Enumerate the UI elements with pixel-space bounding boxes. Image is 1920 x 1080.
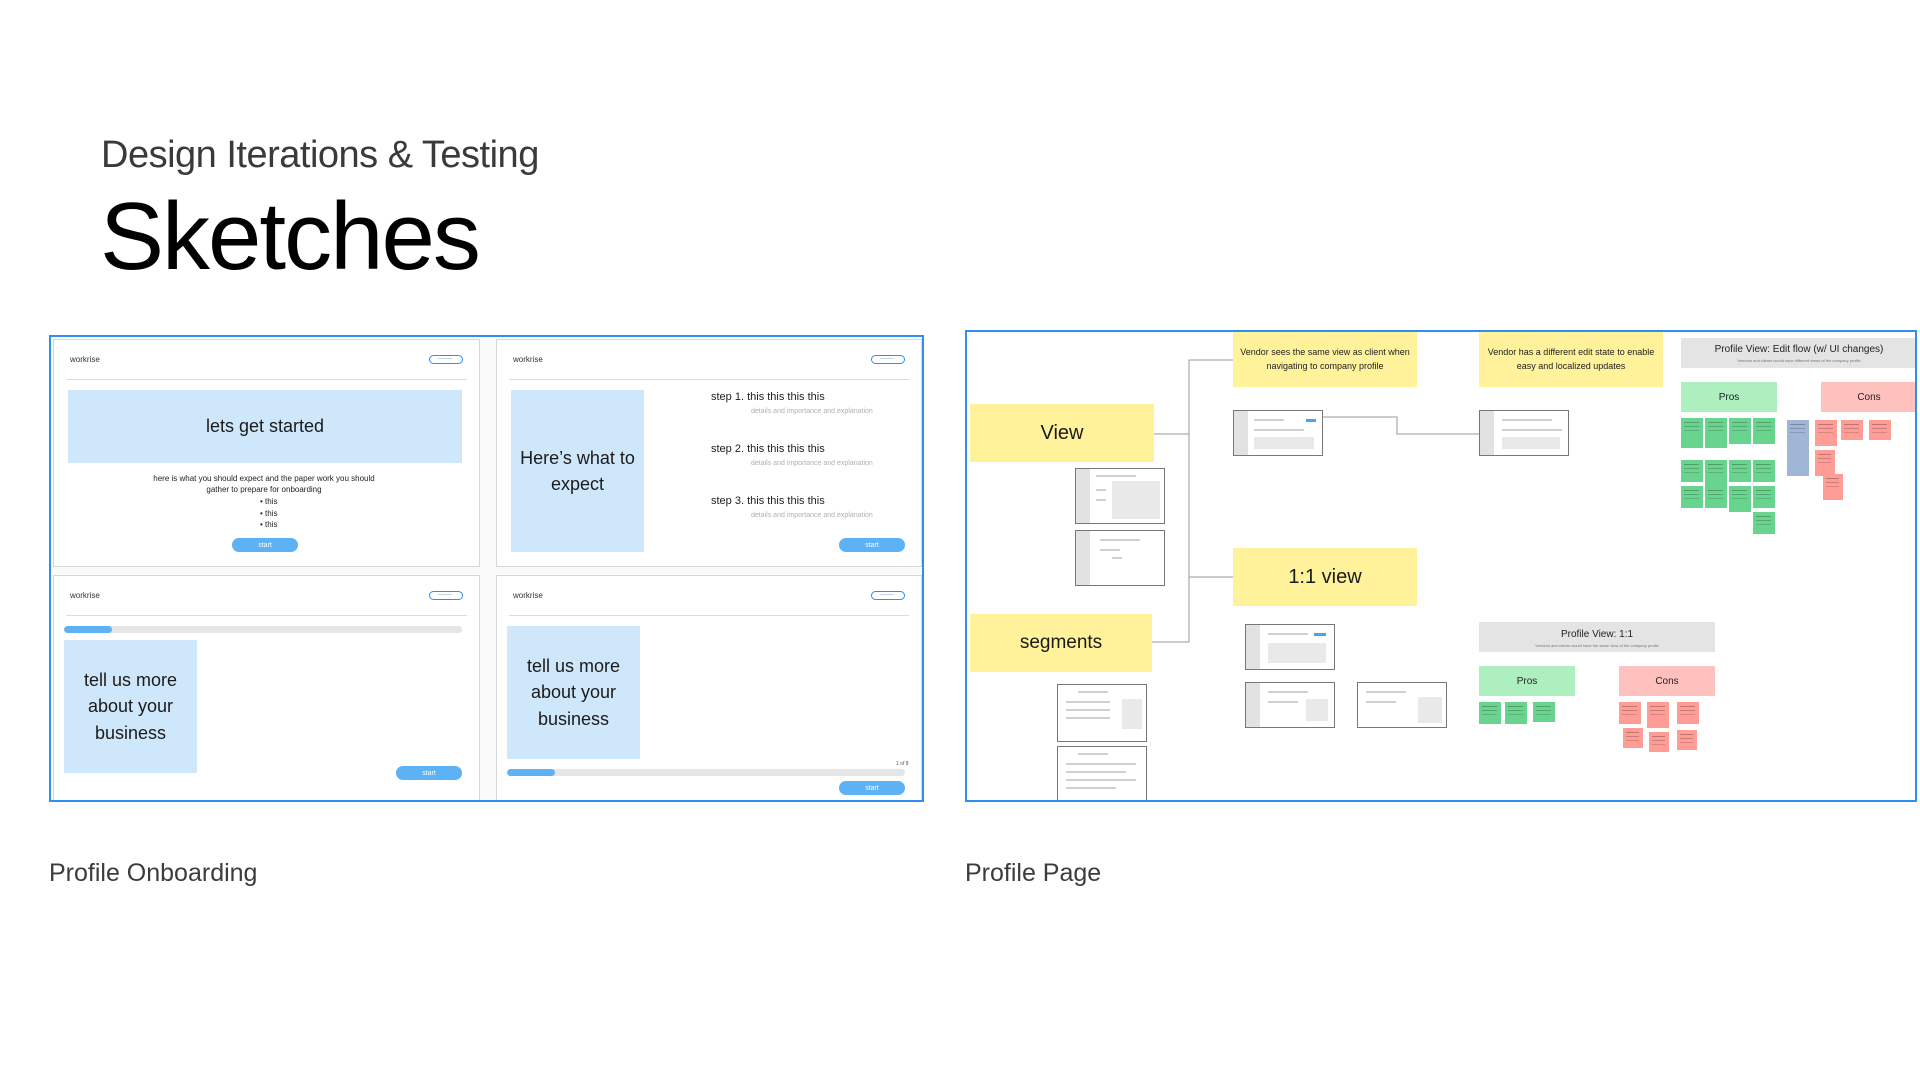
step-detail: details and importance and explanation — [751, 512, 873, 519]
onboarding-sketch-frame: workrise lets get started here is what y… — [49, 335, 924, 802]
edit-flow-pros-tag: Pros — [1681, 382, 1777, 412]
start-button[interactable]: start — [396, 766, 462, 780]
divider — [509, 379, 909, 380]
onboarding-card-expect: workrise Here’s what to expect step 1. t… — [496, 339, 922, 567]
wireframe-thumbnail — [1057, 746, 1147, 800]
onboarding-card-business-b: workrise tell us more about your busines… — [496, 575, 922, 800]
hero-banner: tell us more about your business — [64, 640, 197, 773]
progress-fill — [64, 626, 112, 633]
step-label: step 3. this this this this — [711, 495, 825, 507]
one-to-one-pros-tag: Pros — [1479, 666, 1575, 696]
bullet-list: • this • this • this — [260, 496, 277, 531]
brand-label: workrise — [513, 355, 543, 364]
divider — [66, 379, 467, 380]
step-detail: details and importance and explanation — [751, 460, 873, 467]
edit-flow-title: Profile View: Edit flow (w/ UI changes) — [1714, 344, 1884, 355]
brand-label: workrise — [513, 591, 543, 600]
header-pill-button[interactable] — [429, 355, 463, 364]
header-pill-button[interactable] — [871, 591, 905, 600]
hero-banner: tell us more about your business — [507, 626, 640, 759]
one-to-one-subtitle: Vendors and clients would have the same … — [1535, 643, 1659, 648]
step-label: step 1. this this this this — [711, 391, 825, 403]
hero-banner: Here’s what to expect — [511, 390, 644, 552]
start-button[interactable]: start — [839, 538, 905, 552]
sticky-view: View — [970, 404, 1154, 462]
brand-label: workrise — [70, 591, 100, 600]
header-pill-button[interactable] — [429, 591, 463, 600]
bullet-item: • this — [260, 520, 278, 530]
wireframe-thumbnail — [1057, 684, 1147, 742]
wireframe-thumbnail — [1075, 530, 1165, 586]
wireframe-thumbnail — [1245, 682, 1335, 728]
edit-flow-cons-tag: Cons — [1821, 382, 1915, 412]
one-to-one-title: Profile View: 1:1 — [1560, 629, 1634, 640]
page-title: Sketches — [100, 183, 481, 290]
bullet-item: • this — [260, 508, 278, 518]
sticky-one-to-one: 1:1 view — [1233, 548, 1417, 606]
step-label: step 2. this this this this — [711, 443, 825, 455]
wireframe-thumbnail — [1075, 468, 1165, 524]
divider — [509, 615, 909, 616]
onboarding-card-start: workrise lets get started here is what y… — [53, 339, 480, 567]
note-edit-state: Vendor has a different edit state to ena… — [1479, 332, 1663, 387]
progress-bar — [64, 626, 462, 633]
edit-flow-subtitle: Vendors and clients would have different… — [1737, 358, 1861, 363]
intro-text: here is what you should expect and the p… — [153, 474, 375, 495]
header-pill-button[interactable] — [871, 355, 905, 364]
progress-bar — [507, 769, 905, 776]
progress-fill — [507, 769, 555, 776]
wireframe-thumbnail — [1245, 624, 1335, 670]
divider — [66, 615, 467, 616]
edit-flow-header: Profile View: Edit flow (w/ UI changes) … — [1681, 338, 1915, 368]
wireframe-thumbnail — [1233, 410, 1323, 456]
bullet-item: • this — [260, 497, 278, 506]
caption-profile-page: Profile Page — [965, 859, 1102, 887]
one-to-one-header: Profile View: 1:1 Vendors and clients wo… — [1479, 622, 1715, 652]
step-detail: details and importance and explanation — [751, 408, 873, 415]
start-button[interactable]: start — [839, 781, 905, 795]
sticky-segments: segments — [970, 614, 1152, 672]
wireframe-thumbnail — [1357, 682, 1447, 728]
caption-profile-onboarding: Profile Onboarding — [49, 859, 258, 887]
start-button[interactable]: start — [232, 538, 298, 552]
brand-label: workrise — [70, 355, 100, 364]
section-eyebrow: Design Iterations & Testing — [101, 134, 539, 176]
wireframe-thumbnail — [1479, 410, 1569, 456]
page-indicator: 1 of 8 — [896, 761, 909, 767]
hero-banner: lets get started — [68, 390, 462, 463]
note-same-view: Vendor sees the same view as client when… — [1233, 332, 1417, 387]
onboarding-card-business-a: workrise tell us more about your busines… — [53, 575, 480, 800]
connector-lines — [1149, 359, 1489, 643]
one-to-one-cons-tag: Cons — [1619, 666, 1715, 696]
profile-page-board: View segments 1:1 view Vendor sees the s… — [965, 330, 1917, 802]
